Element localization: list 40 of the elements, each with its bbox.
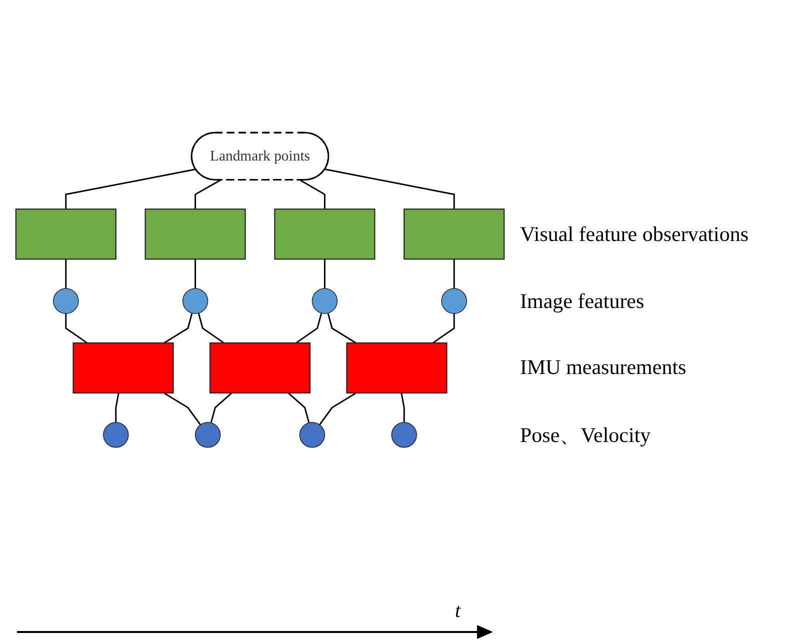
node-circle (194, 422, 221, 448)
row-label: Pose、Velocity (520, 422, 651, 449)
connector (288, 392, 310, 423)
connector (400, 392, 405, 422)
node-box (346, 342, 448, 394)
connector (65, 259, 67, 289)
connector (194, 259, 196, 289)
connector (453, 259, 455, 289)
node-circle (441, 288, 467, 314)
node-box (209, 342, 311, 394)
row-label: Image features (520, 288, 644, 314)
node-box (144, 208, 246, 260)
node-box (274, 208, 376, 260)
node-box (15, 208, 116, 260)
node-circle (103, 422, 129, 448)
connector (432, 314, 455, 344)
node-circle (312, 288, 338, 314)
connector (65, 314, 88, 344)
node-circle (299, 422, 326, 448)
connector (296, 312, 322, 344)
node-circle (182, 288, 208, 314)
connector (198, 312, 224, 344)
node-circle (53, 288, 79, 314)
connector (318, 392, 356, 426)
connector (324, 259, 326, 289)
connector (194, 179, 221, 210)
node-circle (391, 422, 417, 448)
connector (327, 312, 356, 344)
row-label: IMU measurements (520, 355, 686, 380)
connector (65, 168, 196, 210)
connector (164, 392, 202, 426)
node-box (72, 342, 174, 394)
row-label: Visual feature observations (520, 222, 748, 247)
connector (115, 392, 120, 422)
connector (210, 392, 232, 423)
connector (164, 312, 193, 344)
connector (300, 179, 326, 210)
node-box (404, 208, 505, 260)
axis-label: t (455, 600, 461, 623)
connector (324, 168, 455, 210)
